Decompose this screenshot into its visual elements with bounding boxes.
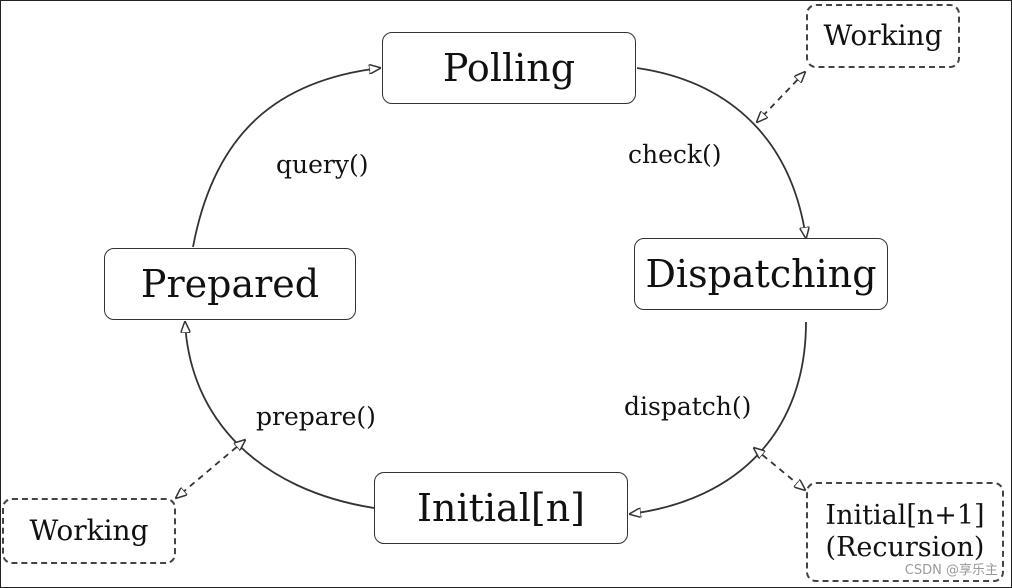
label-prepare: prepare()	[256, 402, 376, 431]
label-query: query()	[276, 150, 369, 179]
state-dispatching: Dispatching	[634, 238, 888, 310]
link-working-bottom	[176, 440, 245, 498]
edge-polling-to-dispatching	[636, 67, 806, 238]
edge-prepared-to-polling	[192, 68, 380, 248]
state-prepared-label: Prepared	[140, 262, 320, 306]
state-initial: Initial[n]	[374, 472, 628, 544]
state-dispatching-label: Dispatching	[645, 252, 877, 296]
note-recursion: Initial[n+1] (Recursion)	[806, 482, 1004, 582]
note-recursion-line2: (Recursion)	[825, 532, 985, 563]
note-working-bottom-label: Working	[29, 514, 149, 548]
state-polling-label: Polling	[442, 46, 576, 90]
link-recursion	[754, 448, 805, 490]
label-dispatch: dispatch()	[624, 392, 752, 421]
note-working-bottom: Working	[2, 498, 176, 564]
note-working-top-label: Working	[823, 19, 943, 53]
state-prepared: Prepared	[104, 248, 356, 320]
note-working-top: Working	[806, 4, 960, 68]
note-recursion-line1: Initial[n+1]	[825, 499, 985, 531]
link-working-top	[757, 72, 805, 122]
label-check: check()	[628, 140, 722, 169]
watermark: CSDN @享乐主	[904, 563, 998, 578]
state-initial-label: Initial[n]	[417, 486, 585, 530]
state-polling: Polling	[382, 32, 636, 104]
